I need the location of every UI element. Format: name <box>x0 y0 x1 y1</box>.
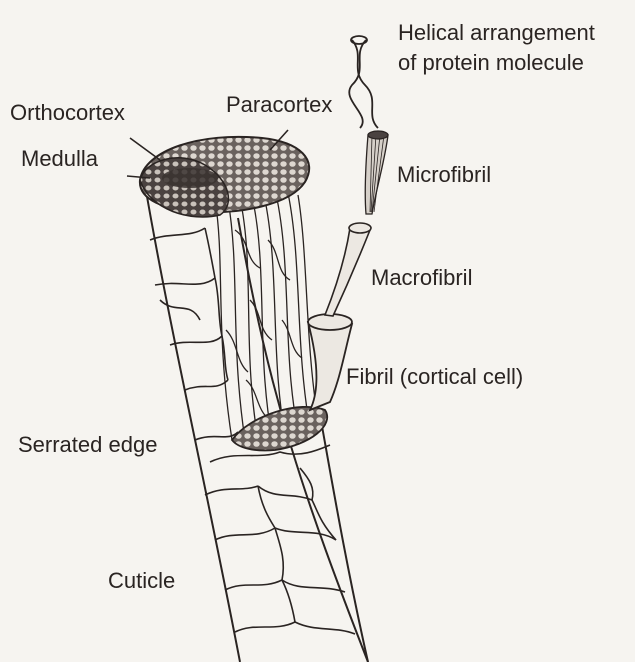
cortex-cells <box>215 193 318 440</box>
label-macrofibril: Macrofibril <box>371 265 472 291</box>
label-helical-line1: Helical arrangement <box>398 20 595 46</box>
label-cuticle: Cuticle <box>108 568 175 594</box>
label-helical-line2: of protein molecule <box>398 50 584 76</box>
helix-icon <box>349 36 378 128</box>
label-medulla: Medulla <box>21 146 98 172</box>
cross-section-top <box>140 137 309 217</box>
label-serrated-edge: Serrated edge <box>18 432 157 458</box>
cross-section-bottom <box>232 407 327 451</box>
label-paracortex: Paracortex <box>226 92 332 118</box>
label-fibril: Fibril (cortical cell) <box>346 364 523 390</box>
medulla-region <box>162 168 218 188</box>
label-orthocortex: Orthocortex <box>10 100 125 126</box>
label-microfibril: Microfibril <box>397 162 491 188</box>
microfibril <box>365 131 388 214</box>
fibril <box>308 314 352 410</box>
macrofibril <box>325 223 371 316</box>
